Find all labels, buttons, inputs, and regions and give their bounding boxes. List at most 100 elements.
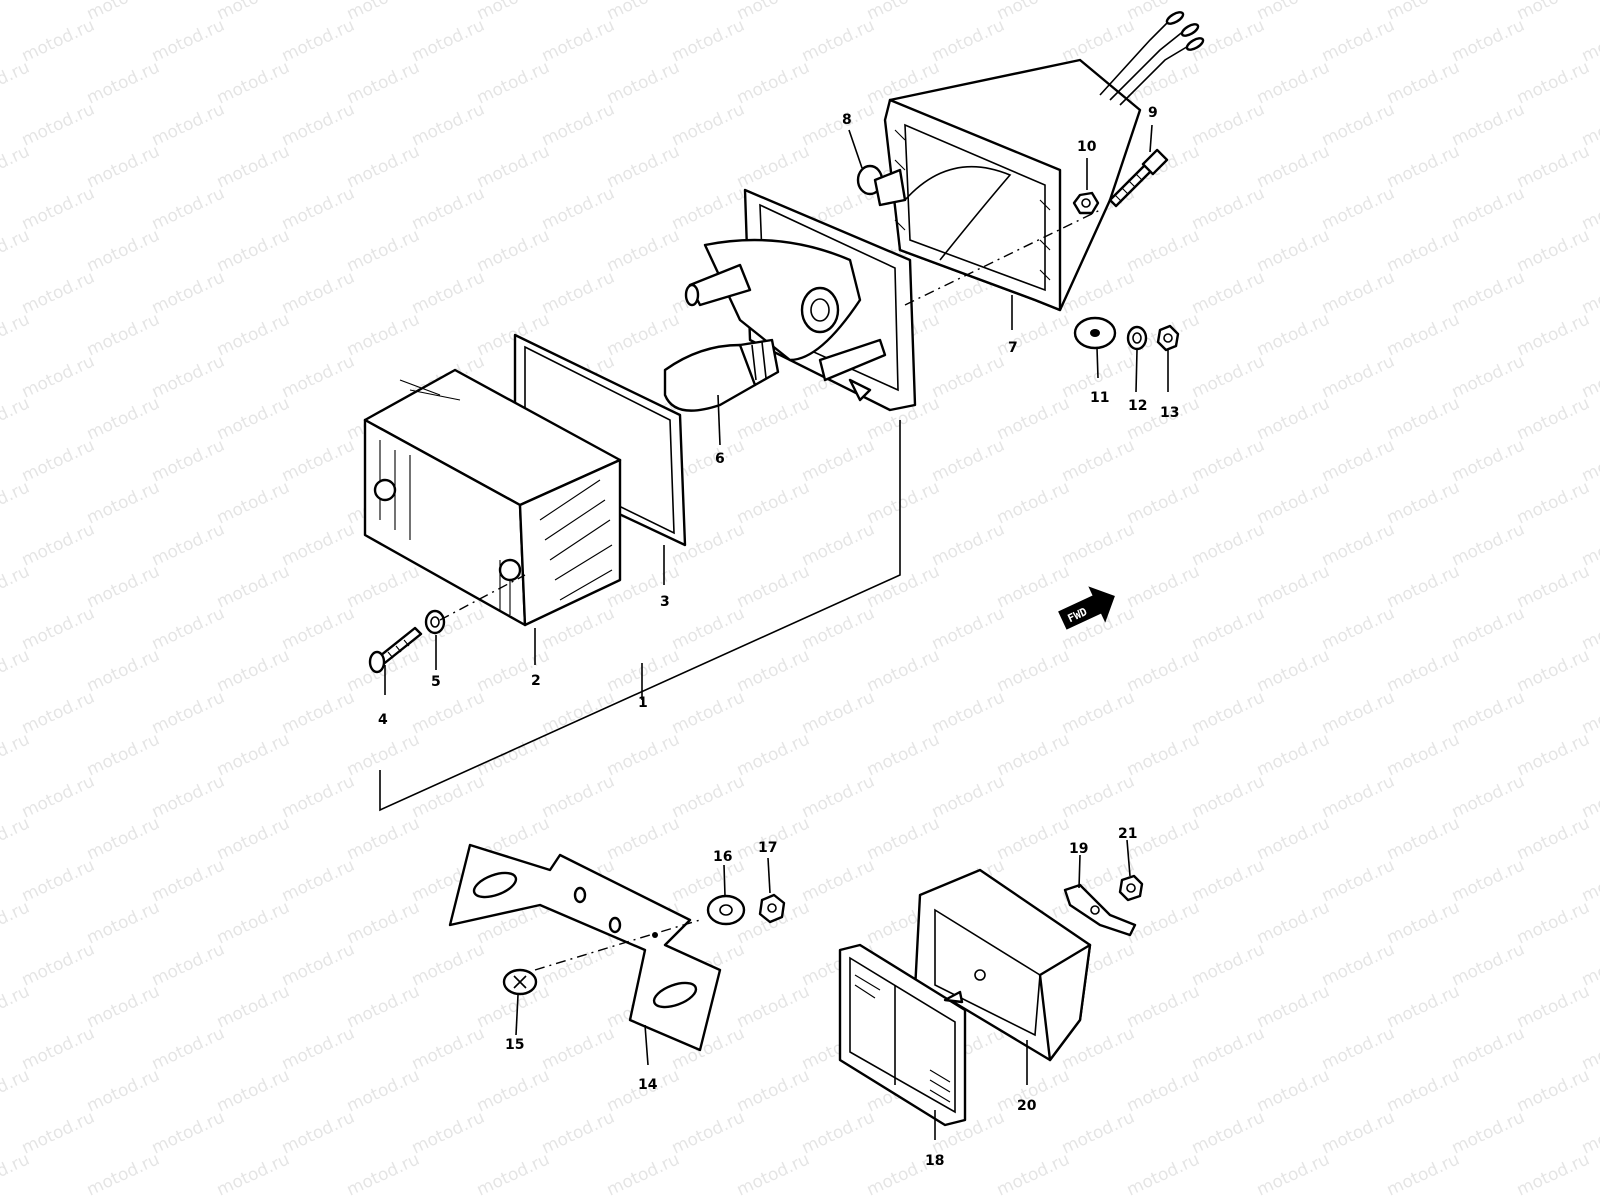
watermark-text: motod.ru: [474, 57, 553, 108]
watermark-text: motod.ru: [669, 183, 748, 234]
watermark-text: motod.ru: [1319, 1107, 1398, 1158]
watermark-text: motod.ru: [539, 1107, 618, 1158]
watermark-text: motod.ru: [474, 645, 553, 696]
watermark-text: motod.ru: [84, 1149, 163, 1200]
callout-6: 6: [715, 451, 725, 467]
watermark-text: motod.ru: [734, 477, 813, 528]
watermark-text: motod.ru: [1384, 0, 1463, 25]
watermark-text: motod.ru: [1189, 267, 1268, 318]
watermark-text: motod.ru: [149, 771, 228, 822]
callout-18: 18: [925, 1153, 944, 1169]
watermark-text: motod.ru: [1319, 435, 1398, 486]
watermark-text: motod.ru: [0, 57, 33, 108]
watermark-text: motod.ru: [1449, 603, 1528, 654]
watermark-text: motod.ru: [84, 729, 163, 780]
watermark-text: motod.ru: [1059, 15, 1138, 66]
watermark-text: motod.ru: [474, 1149, 553, 1200]
watermark-text: motod.ru: [1319, 15, 1398, 66]
watermark-text: motod.ru: [0, 645, 33, 696]
watermark-text: motod.ru: [1189, 1107, 1268, 1158]
callout-7: 7: [1008, 340, 1018, 356]
watermark-text: motod.ru: [604, 729, 683, 780]
watermark-text: motod.ru: [734, 1149, 813, 1200]
watermark-text: motod.ru: [279, 267, 358, 318]
watermark-text: motod.ru: [1059, 1107, 1138, 1158]
watermark-text: motod.ru: [1124, 477, 1203, 528]
watermark-text: motod.ru: [1319, 1023, 1398, 1074]
watermark-text: motod.ru: [604, 645, 683, 696]
watermark-text: motod.ru: [1514, 981, 1593, 1032]
watermark-text: motod.ru: [344, 561, 423, 612]
callout-20: 20: [1017, 1098, 1037, 1114]
watermark-text: motod.ru: [864, 645, 943, 696]
watermark-text: motod.ru: [1254, 393, 1333, 444]
watermark-text: motod.ru: [604, 0, 683, 25]
watermark-text: motod.ru: [1254, 813, 1333, 864]
watermark-text: motod.ru: [799, 687, 878, 738]
watermark-text: motod.ru: [474, 1065, 553, 1116]
watermark-text: motod.ru: [84, 225, 163, 276]
watermark-text: motod.ru: [19, 1023, 98, 1074]
watermark-text: motod.ru: [0, 225, 33, 276]
callout-leaders: [384, 124, 1169, 1140]
watermark-text: motod.ru: [474, 225, 553, 276]
watermark-text: motod.ru: [279, 99, 358, 150]
watermark-text: motod.ru: [734, 141, 813, 192]
watermark-text: motod.ru: [1319, 351, 1398, 402]
watermark-text: motod.ru: [1124, 645, 1203, 696]
watermark-text: motod.ru: [604, 813, 683, 864]
watermark-text: motod.ru: [1319, 99, 1398, 150]
watermark-text: motod.ru: [0, 477, 33, 528]
watermark-text: motod.ru: [669, 15, 748, 66]
watermark-text: motod.ru: [84, 813, 163, 864]
watermark-text: motod.ru: [669, 1107, 748, 1158]
watermark-text: motod.ru: [734, 561, 813, 612]
nut-part-13: [1156, 324, 1180, 352]
watermark-text: motod.ru: [1449, 855, 1528, 906]
watermark-text: motod.ru: [214, 645, 293, 696]
watermark-text: motod.ru: [279, 1023, 358, 1074]
watermark-text: motod.ru: [1449, 687, 1528, 738]
watermark-text: motod.ru: [149, 435, 228, 486]
callout-2: 2: [531, 673, 541, 689]
watermark-text: motod.ru: [214, 729, 293, 780]
watermark-text: motod.ru: [929, 603, 1008, 654]
watermark-text: motod.ru: [1254, 729, 1333, 780]
watermark-text: motod.ru: [1514, 1065, 1593, 1116]
watermark-text: motod.ru: [0, 981, 33, 1032]
watermark-text: motod.ru: [1514, 225, 1593, 276]
watermark-text: motod.ru: [84, 561, 163, 612]
watermark-text: motod.ru: [1514, 1149, 1593, 1200]
watermark-text: motod.ru: [1384, 897, 1463, 948]
watermark-text: motod.ru: [0, 1149, 33, 1200]
watermark-text: motod.ru: [149, 519, 228, 570]
watermark-text: motod.ru: [669, 771, 748, 822]
wire-harness: [1099, 11, 1205, 106]
watermark-text: motod.ru: [1384, 645, 1463, 696]
watermark-text: motod.ru: [1319, 267, 1398, 318]
clip-part-19: [1063, 883, 1137, 937]
watermark-text: motod.ru: [1254, 477, 1333, 528]
watermark-text: motod.ru: [1189, 519, 1268, 570]
watermark-text: motod.ru: [214, 981, 293, 1032]
watermark-text: motod.ru: [214, 309, 293, 360]
watermark-text: motod.ru: [604, 225, 683, 276]
watermark-text: motod.ru: [1059, 435, 1138, 486]
washer-part-16: [706, 894, 746, 926]
watermark-text: motod.ru: [1254, 57, 1333, 108]
watermark-text: motod.ru: [799, 519, 878, 570]
watermark-text: motod.ru: [1514, 813, 1593, 864]
watermark-text: motod.ru: [279, 519, 358, 570]
watermark-text: motod.ru: [1124, 897, 1203, 948]
watermark-text: motod.ru: [1189, 939, 1268, 990]
watermark-text: motod.ru: [1124, 1149, 1203, 1200]
watermark-text: motod.ru: [1449, 267, 1528, 318]
watermark-text: motod.ru: [19, 183, 98, 234]
watermark-text: motod.ru: [409, 1023, 488, 1074]
callout-3: 3: [660, 594, 670, 610]
watermark-text: motod.ru: [1189, 435, 1268, 486]
watermark-text: motod.ru: [1319, 939, 1398, 990]
watermark-text: motod.ru: [84, 477, 163, 528]
